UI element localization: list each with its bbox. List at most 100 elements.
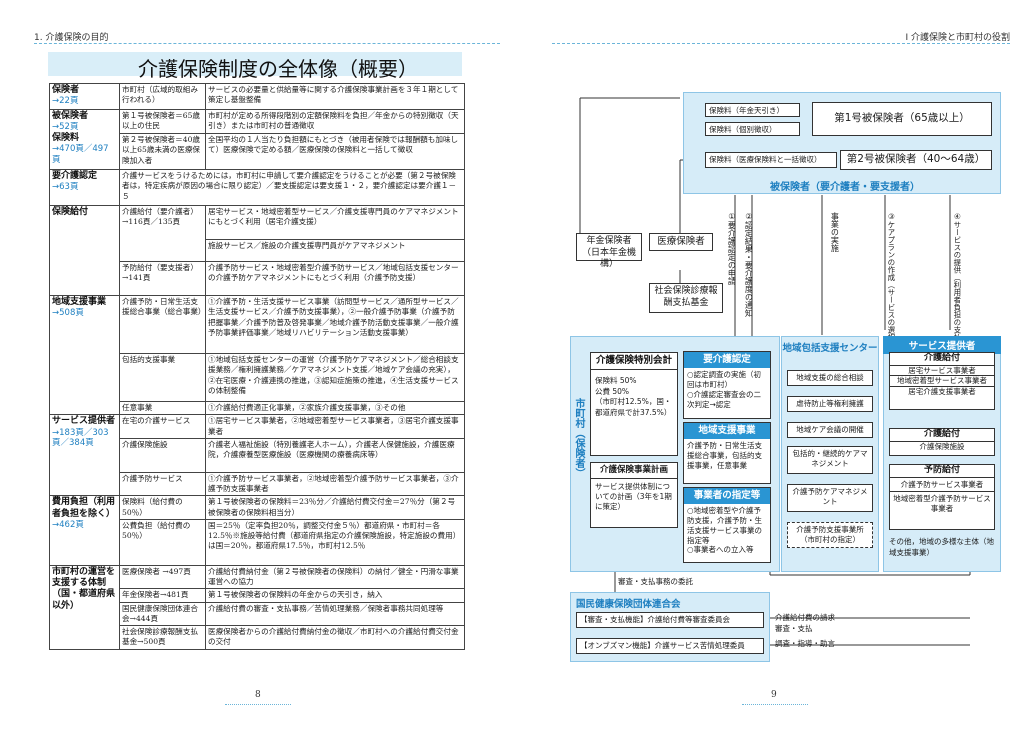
row-category: 費用負担（利用者負担を除く）→462頁 [49,495,120,566]
table-row: 費用負担（利用者負担を除く）→462頁 保険料（給付費の50％） 第１号被保険者… [49,495,465,566]
table-row: 社会保険診療報酬支払基金→500頁 医療保険者からの介護給付費納付金の徴収／市町… [50,625,465,650]
table-row: 年金保険者→481頁 第１号被保険者の保険料の年金からの天引き，納入 [50,588,465,603]
designation-title: 事業者の指定等 [684,488,770,505]
row-description: ①介護予防・生活支援サービス事業（訪問型サービス／通所型サービス／生活支援サービ… [205,295,465,354]
certification-desc: ○認定調査の実施（初回は市町村） ○介護認定審査会の二次判定→認定 [687,370,762,409]
label-provision: ④サービスの提供（利用者負担の支払い） [952,212,962,356]
special-account-title: 介護保険特別会計 [591,353,677,371]
row-subject: 包括的支援事業 [119,353,206,402]
row-subject: 年金保険者→481頁 [119,588,206,603]
prevention-provider: 地域密着型介護予防サービス事業者 [893,494,991,514]
row-subject: 市町村（広域的取組み行われる） [119,83,206,110]
center-title: 地域包括支援センター [782,343,878,354]
center-item: 地域ケア会議の開催 [787,422,873,438]
table-row: 公費負担（給付費の50％） 国＝25％（定率負担20％，調整交付金５％）都道府県… [50,518,465,566]
community-support-title: 地域支援事業 [684,423,770,440]
municipality-label: 市町村（保険者） [573,398,584,478]
table-row: 被保険者→52頁保険料→470頁／497頁 第１号被保険者＝65歳以上の住民 市… [49,109,465,170]
row-description: ①居宅サービス事業者，②地域密着型サービス事業者，③居宅介護支援事業者 [205,414,465,439]
row-description: ①介護予防サービス事業者，②地域密着型介護予防サービス事業者，③介護予防支援事業… [205,471,465,497]
row-description: 居宅サービス・地域密着型サービス／介護支援専門員のケアマネジメントにもとづく利用… [205,205,465,240]
community-support-desc: 介護予防・日常生活支援総合事業，包括的支援事業，任意事業 [687,441,762,470]
table-row: 任意事業 ①介護給付費適正化事業，②家族介護支援事業，③その他 [50,400,465,416]
plan-title: 介護保険事業計画 [591,463,677,480]
row-subject: 医療保険者 →497頁 [119,564,206,590]
row-subject: 介護保険施設 [119,437,206,473]
table-row: 包括的支援事業 ①地域包括支援センターの運営（介護予防ケアマネジメント／総合相談… [50,353,465,402]
insured-caption: 被保険者（要介護者・要支援者） [770,182,920,193]
page-number-right: 9 [771,690,777,700]
providers-title: サービス提供者 [883,336,1001,354]
designation-desc: ○地域密着型や介護予防支援，介護予防・生活支援サービス事業の指定等 ○事業者への… [687,506,762,555]
row-description: 第１号被保険者の保険料の年金からの天引き，納入 [205,588,465,603]
prevention-benefit-box: 予防給付 介護予防サービス事業者 地域密着型介護予防サービス事業者 [889,464,995,530]
prevention-office-box: 介護予防支援事業所（市町村の指定） [787,522,873,548]
table-row: 介護予防サービス ①介護予防サービス事業者，②地域密着型介護予防サービス事業者，… [50,471,465,497]
care-provider: 地域密着型サービス事業者 [890,376,994,388]
center-item: 地域支援の総合相談 [787,370,873,386]
label-application: ①要介護認定の申請 [727,212,737,285]
running-header-left: 1. 介護保険の目的 [34,33,109,43]
row-description: ①介護給付費適正化事業，②家族介護支援事業，③その他 [205,400,465,416]
table-row: 保険給付 介護給付（要介護者）→116頁／135頁 居宅サービス・地域密着型サー… [49,205,465,296]
center-item: 介護予防ケアマネジメント [787,484,873,512]
row-category: 市町村の運営を支援する体制（国・都道府県以外） [49,564,120,650]
row-subject: 在宅の介護サービス [119,414,206,439]
row-description: 介護サービスをうけるためには，市町村に申請して要介護認定をうけることが必要（第２… [119,169,465,206]
other-bodies: その他，地域の多様な主体（地域支援事業） [889,537,994,557]
page-dots-right [742,704,808,705]
pension-insurer-box: 年金保険者（日本年金機構） [576,233,642,269]
table-row: 保険者→22頁 市町村（広域的取組み行われる） サービスの必要量と供給量等に関す… [49,83,465,110]
prevention-benefit-title: 予防給付 [890,465,994,478]
page-dots-left [225,704,291,705]
payment-fund-box: 社会保険診療報酬支払基金 [649,283,723,313]
row-subject: 予防給付（要支援者）→141頁 [119,261,206,296]
designation-box: 事業者の指定等 ○地域密着型や介護予防支援，介護予防・生活支援サービス事業の指定… [683,487,771,563]
header-rule-right [552,43,1010,44]
label-notice: ②認定結果・要介護度の通知 [744,212,754,317]
claim-label: 介護給付費の請求 [775,613,835,622]
page-title: 介護保険制度の全体像（概要） [138,57,418,81]
row-category: 保険者→22頁 [49,83,120,110]
row-category: 保険給付 [49,205,120,296]
running-header-right: Ⅰ 介護保険と市町村の役割 [905,33,1010,43]
community-support-box: 地域支援事業 介護予防・日常生活支援総合事業，包括的支援事業，任意事業 [683,422,771,484]
premium-annuity-box: 保険料（年金天引き） [705,103,800,117]
row-description: 市町村が定める所得段階別の定額保険料を負担／年金からの特別徴収（天引き）または市… [205,109,465,134]
facility-benefit-title: 介護給付 [890,429,994,442]
row-subject: 第１号被保険者＝65歳以上の住民 [119,109,206,134]
table-row: 介護保険施設 介護老人福祉施設（特別養護老人ホーム），介護老人保健施設，介護医療… [50,437,465,473]
care-provider: 居宅介護支援事業者 [908,387,976,397]
inspection-label: 調査・指導・助言 [775,639,835,648]
row-category: 被保険者→52頁保険料→470頁／497頁 [49,109,120,170]
row-subject: 介護給付（要介護者）→116頁／135頁 [119,205,206,262]
row-description: 第１号被保険者の保険料＝23％分／介護給付費交付金＝27％分（第２号被保険者の保… [205,495,465,520]
center-item: 虐待防止等権利擁護 [787,396,873,412]
title-band [48,52,462,76]
row-description: サービスの必要量と供給量等に関する介護保険事業計画を３年１期として策定し基盤整備 [205,83,465,110]
care-desc-1: 居宅サービス・地域密着型サービス／介護支援専門員のケアマネジメントにもとづく利用… [208,207,459,227]
table-row: 要介護認定→63頁 介護サービスをうけるためには，市町村に申請して要介護認定をう… [49,169,465,206]
premium-medical-box: 保険料（医療保険料と一括徴収） [705,152,837,168]
row-subject: 社会保険診療報酬支払基金→500頁 [119,625,206,650]
label-implementation: 事業の実施 [830,212,840,252]
center-item: 包括的・継続的ケアマネジメント [787,446,873,474]
page-number-left: 8 [255,690,261,700]
prevention-provider: 介護予防サービス事業者 [890,478,994,493]
row-description: 施設サービス／施設の介護支援専門員がケアマネジメント [205,239,465,262]
review-delegation-label: 審査・支払事務の委託 [618,577,693,586]
row-description: 全国平均の１人当たり負担額にもとづき（被用者保険では報酬額も加味して）医療保険で… [205,133,465,170]
union-ombudsman-box: 【オンブズマン機能】介護サービス苦情処理委員 [576,638,764,654]
row-description: 介護給付費納付金（第２号被保険者の保険料）の納付／健全・円滑な事業運営への協力 [205,564,465,590]
certification-title: 要介護認定 [684,352,770,369]
insured-type2-box: 第2号被保険者（40〜64歳） [840,150,992,170]
header-rule-left [34,43,500,44]
row-subject: 保険料（給付費の50％） [119,495,206,520]
row-description: 国＝25％（定率負担20％，調整交付金５％）都道府県・市町村＝各12.5％※施設… [205,518,465,566]
row-description: 介護老人福祉施設（特別養護老人ホーム），介護老人保健施設，介護医療院，介護療養型… [205,437,465,473]
row-description: 医療保険者からの介護給付費納付金の徴収／市町村への介護給付費交付金の交付 [205,625,465,650]
label-careplan: ③ケアプランの作成（サービスの選択と契約） [886,212,896,371]
row-subject: 介護予防サービス [119,471,206,497]
certification-box: 要介護認定 ○認定調査の実施（初回は市町村） ○介護認定審査会の二次判定→認定 [683,351,771,419]
care-provider: 居宅サービス事業者 [890,366,994,377]
